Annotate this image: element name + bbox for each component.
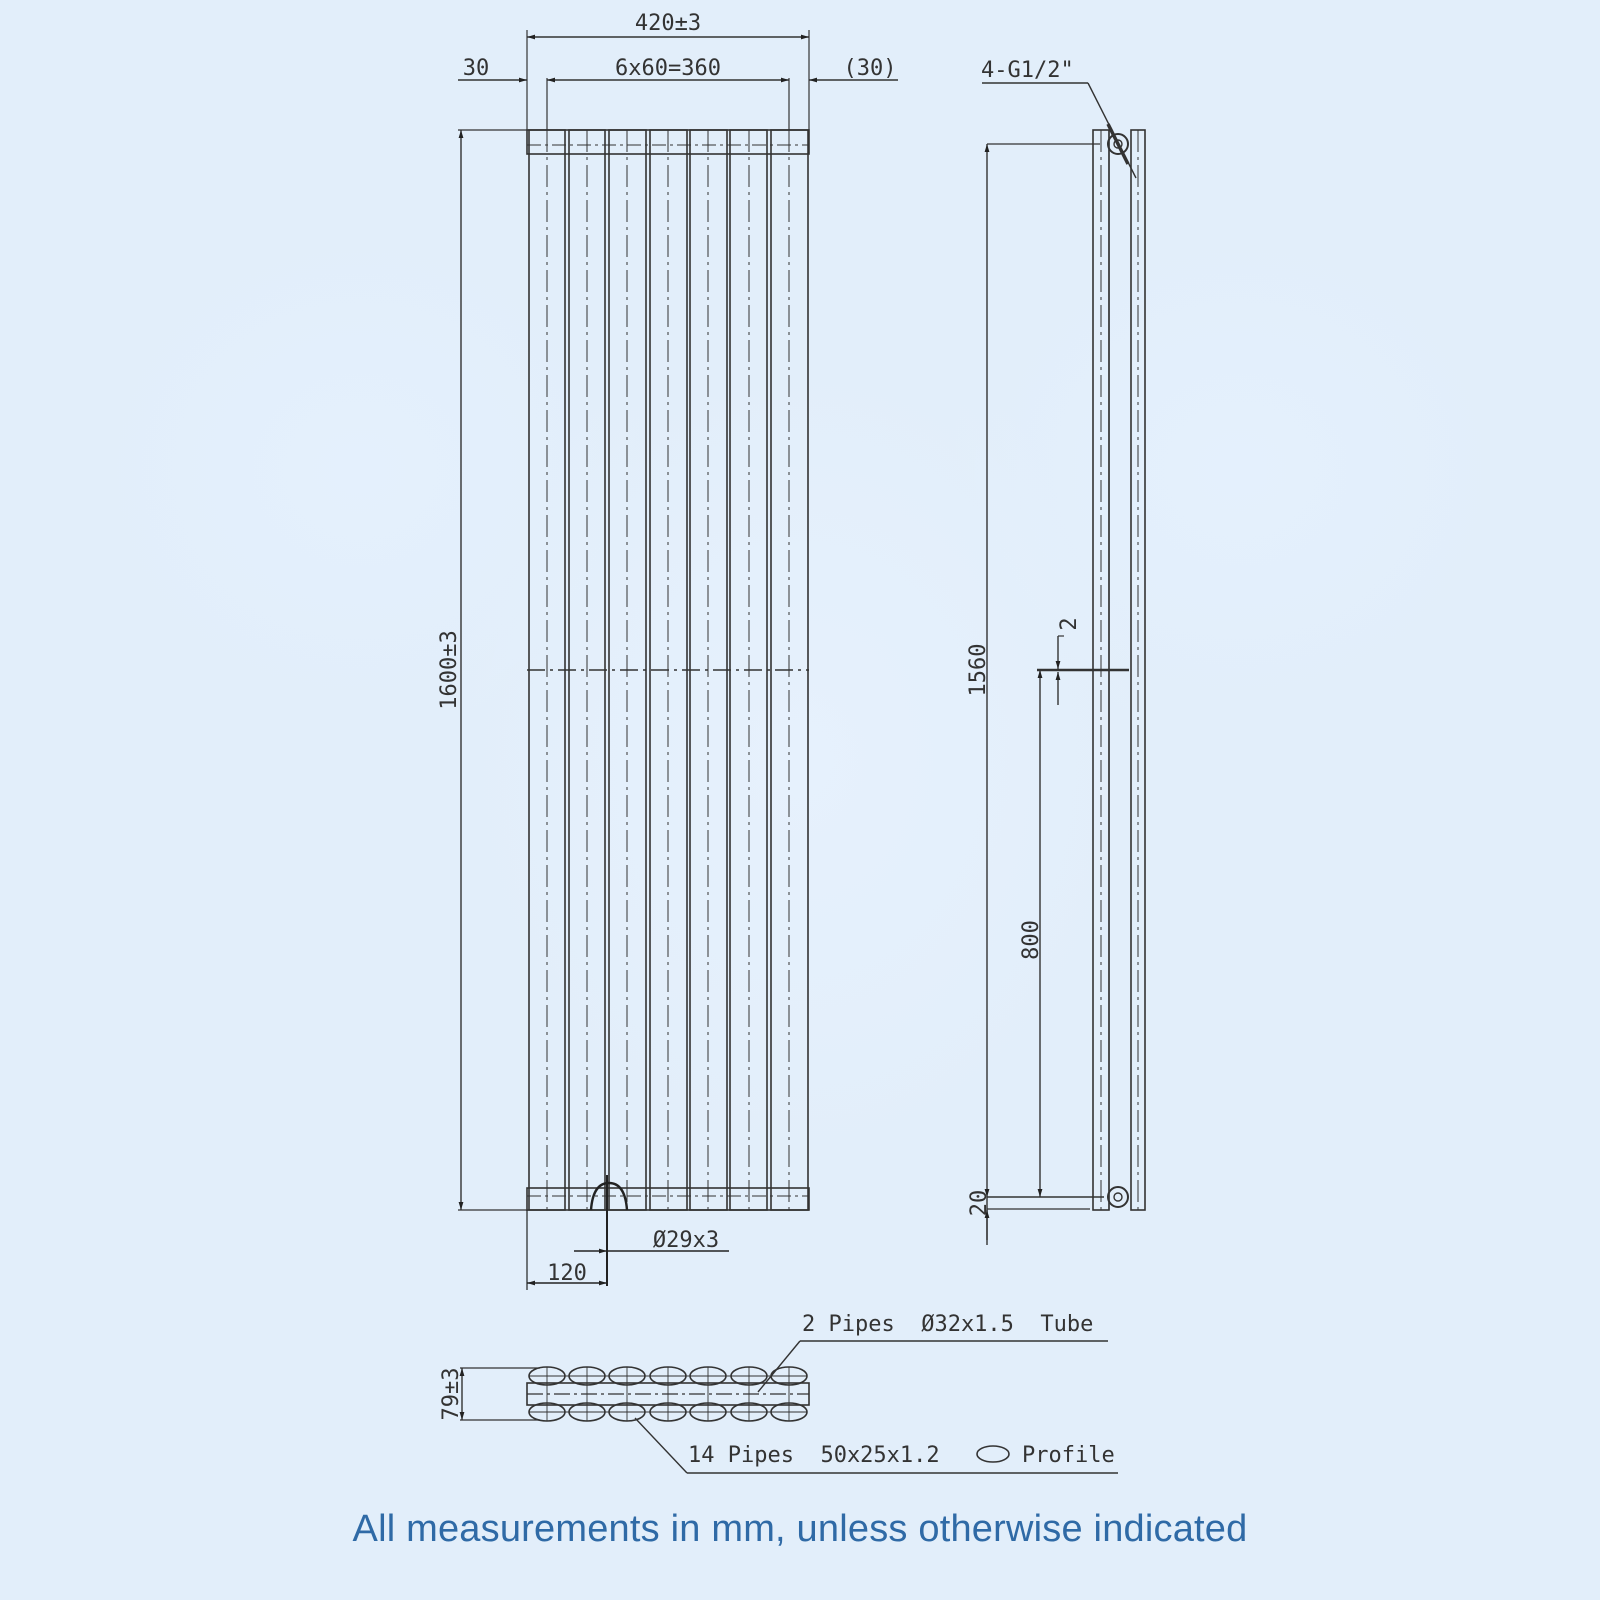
radiator-columns <box>527 129 809 1211</box>
front-view <box>458 30 898 1211</box>
left-margin-label: 30 <box>463 56 490 81</box>
bottom-connector <box>526 1175 729 1290</box>
connector-size-label: Ø29x3 <box>653 1228 719 1253</box>
side-view <box>982 82 1146 1245</box>
overall-width-label: 420±3 <box>635 11 701 36</box>
bracket-height-label: 800 <box>1019 920 1044 960</box>
column-pipes-label: 14 Pipes 50x25x1.2 <box>688 1443 940 1468</box>
connection-size-label: 4-G1/2" <box>981 58 1074 83</box>
oval-profile-icon <box>976 1445 1010 1463</box>
centres-height-label: 1560 <box>966 644 991 697</box>
bracket-gap-label: 2 <box>1057 617 1082 630</box>
bottom-offset-label: 120 <box>547 1261 587 1286</box>
depth-label: 79±3 <box>439 1368 464 1421</box>
header-pipes-label: 2 Pipes Ø32x1.5 Tube <box>802 1312 1093 1337</box>
pitch-label: 6x60=360 <box>615 56 721 81</box>
profile-label: Profile <box>1022 1443 1115 1468</box>
measurement-note: All measurements in mm, unless otherwise… <box>352 1508 1248 1550</box>
overall-height-label: 1600±3 <box>437 630 462 709</box>
plan-view <box>459 1340 1118 1474</box>
side-bottom-offset-label: 20 <box>967 1190 992 1217</box>
right-margin-label: (30) <box>844 56 897 81</box>
